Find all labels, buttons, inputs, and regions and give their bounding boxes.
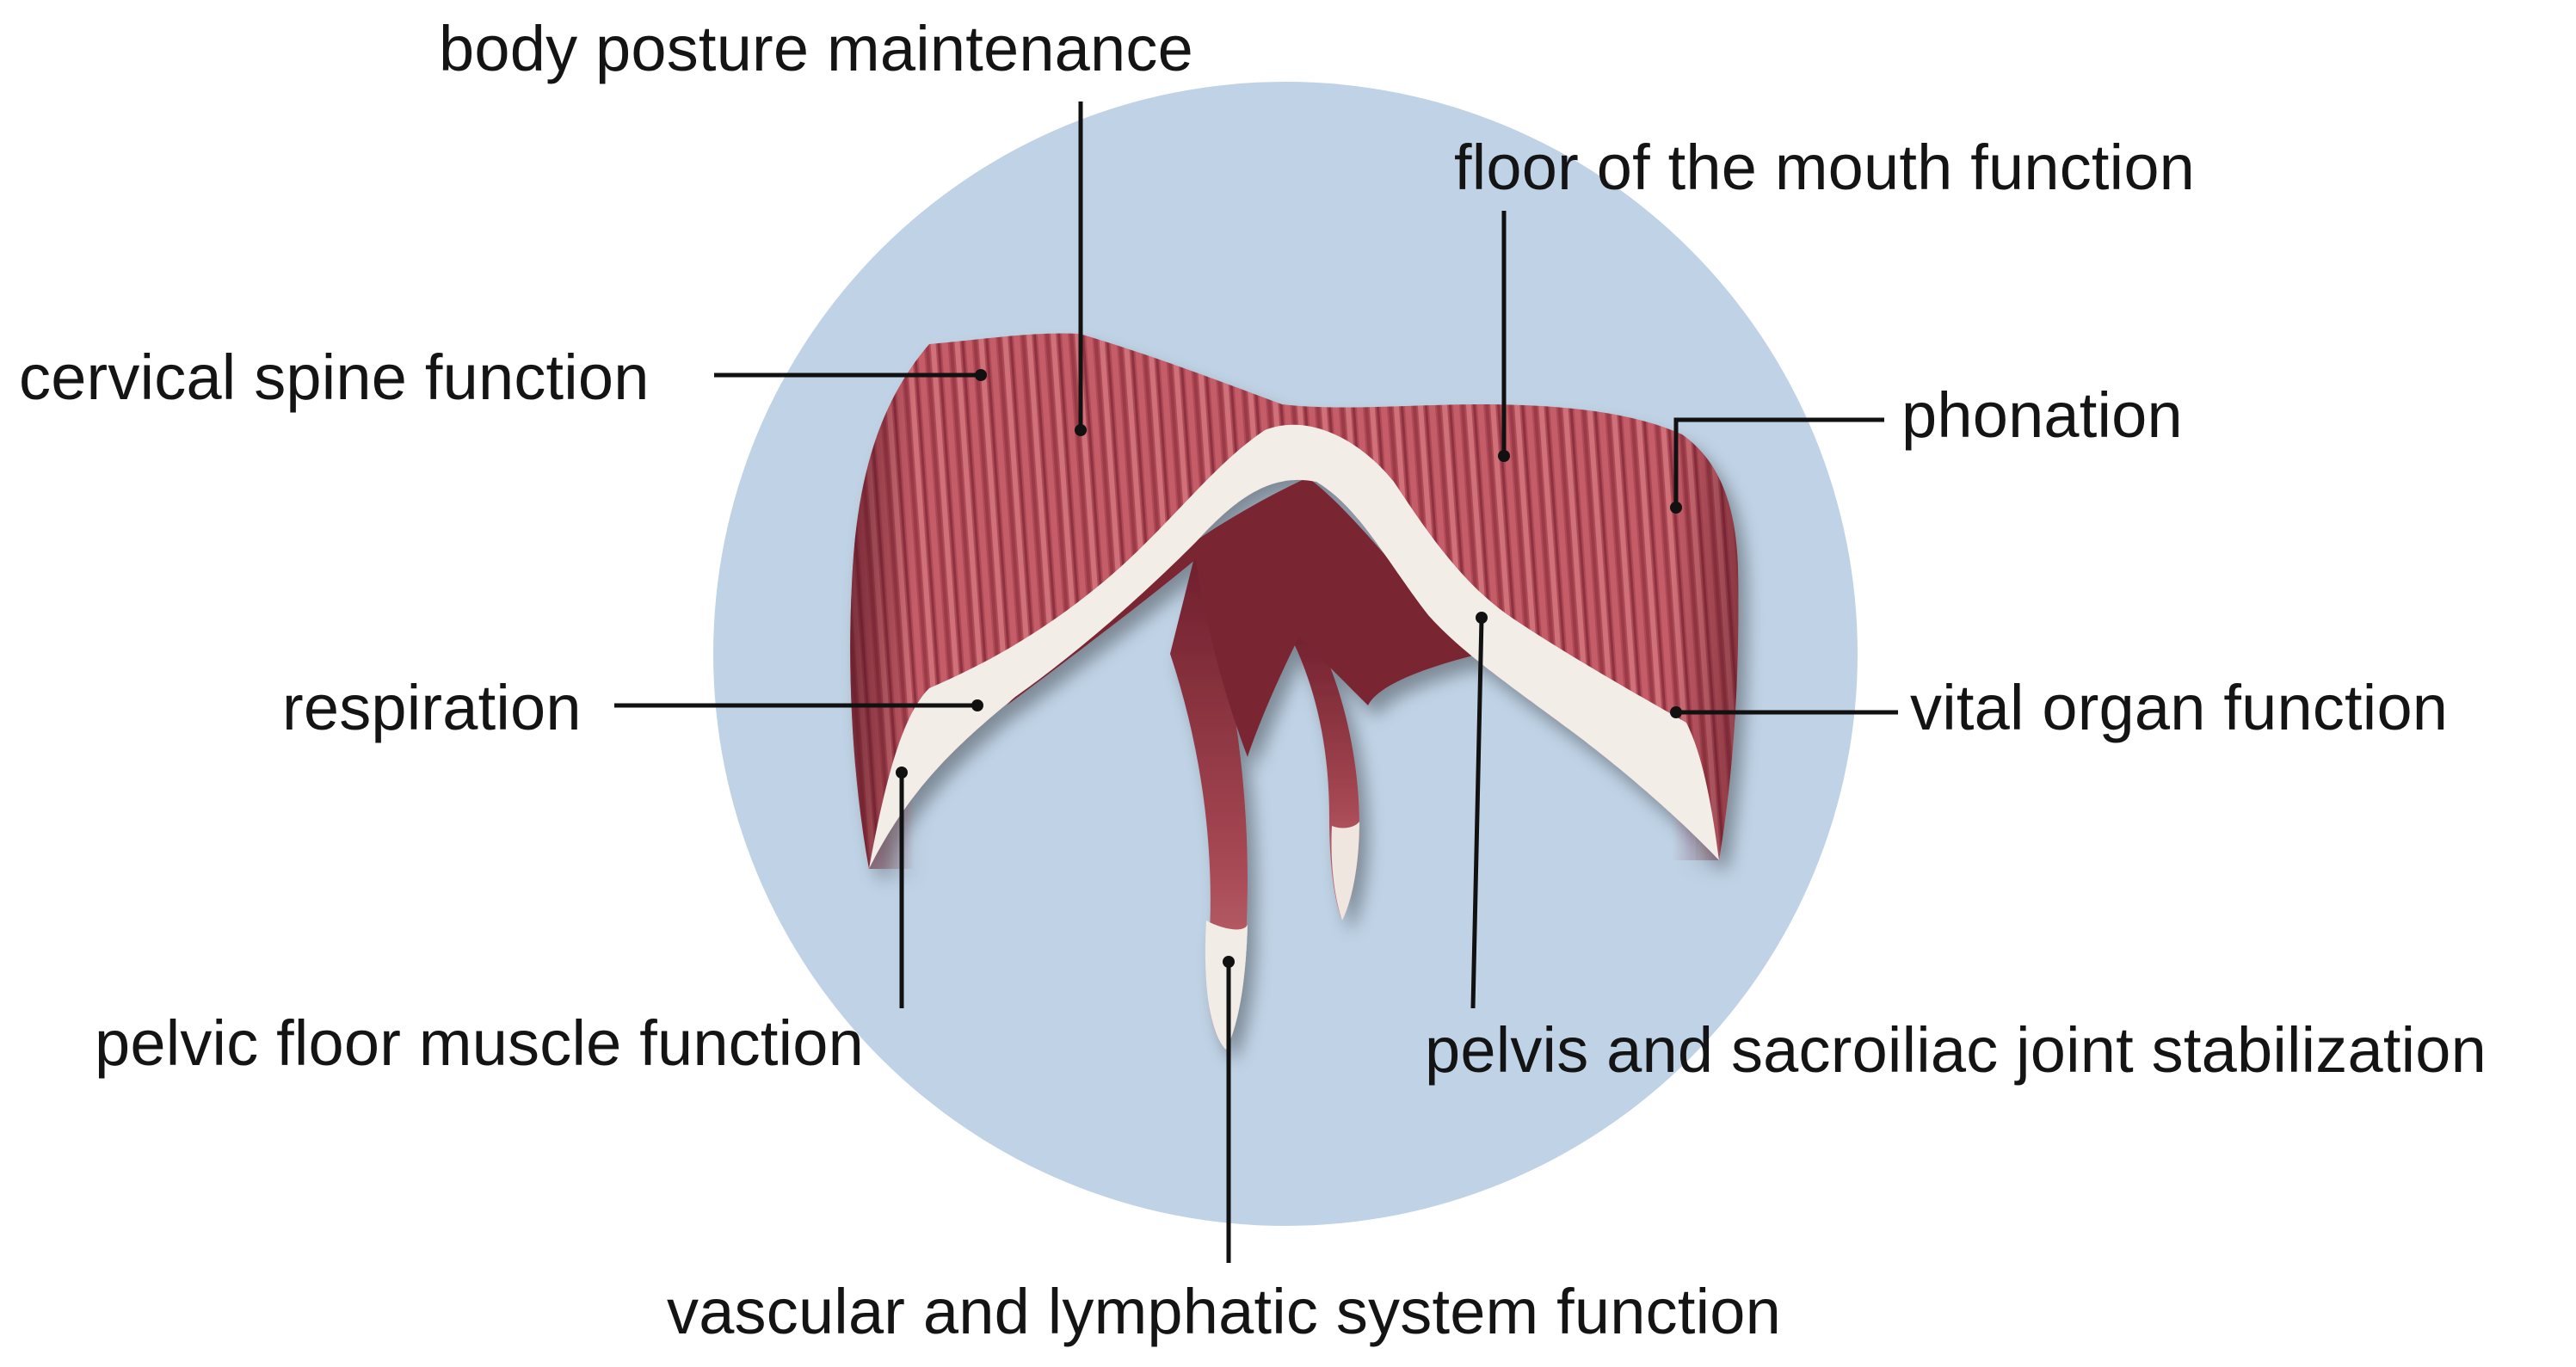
leader-pelvis-sacroiliac — [1470, 617, 1484, 1009]
label-body-posture: body posture maintenance — [439, 13, 1193, 84]
label-vascular-lymphatic: vascular and lymphatic system function — [667, 1276, 1781, 1347]
label-vital-organ: vital organ function — [1910, 672, 2449, 743]
right-crus-tip — [1331, 822, 1359, 921]
central-webbing — [1007, 477, 1480, 757]
tendinous-band — [869, 424, 1719, 870]
left-crus-tendon — [1205, 921, 1248, 1050]
label-pelvic-floor: pelvic floor muscle function — [95, 1007, 864, 1079]
leader-phonation — [1673, 417, 1884, 508]
left-shading — [850, 344, 1032, 869]
label-floor-of-mouth: floor of the mouth function — [1454, 132, 2196, 203]
left-crus — [1170, 551, 1248, 1050]
right-shading — [1549, 434, 1739, 860]
label-cervical-spine: cervical spine function — [19, 342, 650, 413]
leader-dots — [896, 369, 1682, 968]
label-respiration: respiration — [282, 672, 582, 743]
diaphragm-muscle — [850, 333, 1739, 1050]
leader-lines — [614, 102, 1898, 1263]
label-phonation: phonation — [1901, 379, 2183, 451]
diaphragm-dome — [850, 333, 1739, 869]
label-pelvis-sacroiliac: pelvis and sacroiliac joint stabilizatio… — [1425, 1014, 2487, 1086]
